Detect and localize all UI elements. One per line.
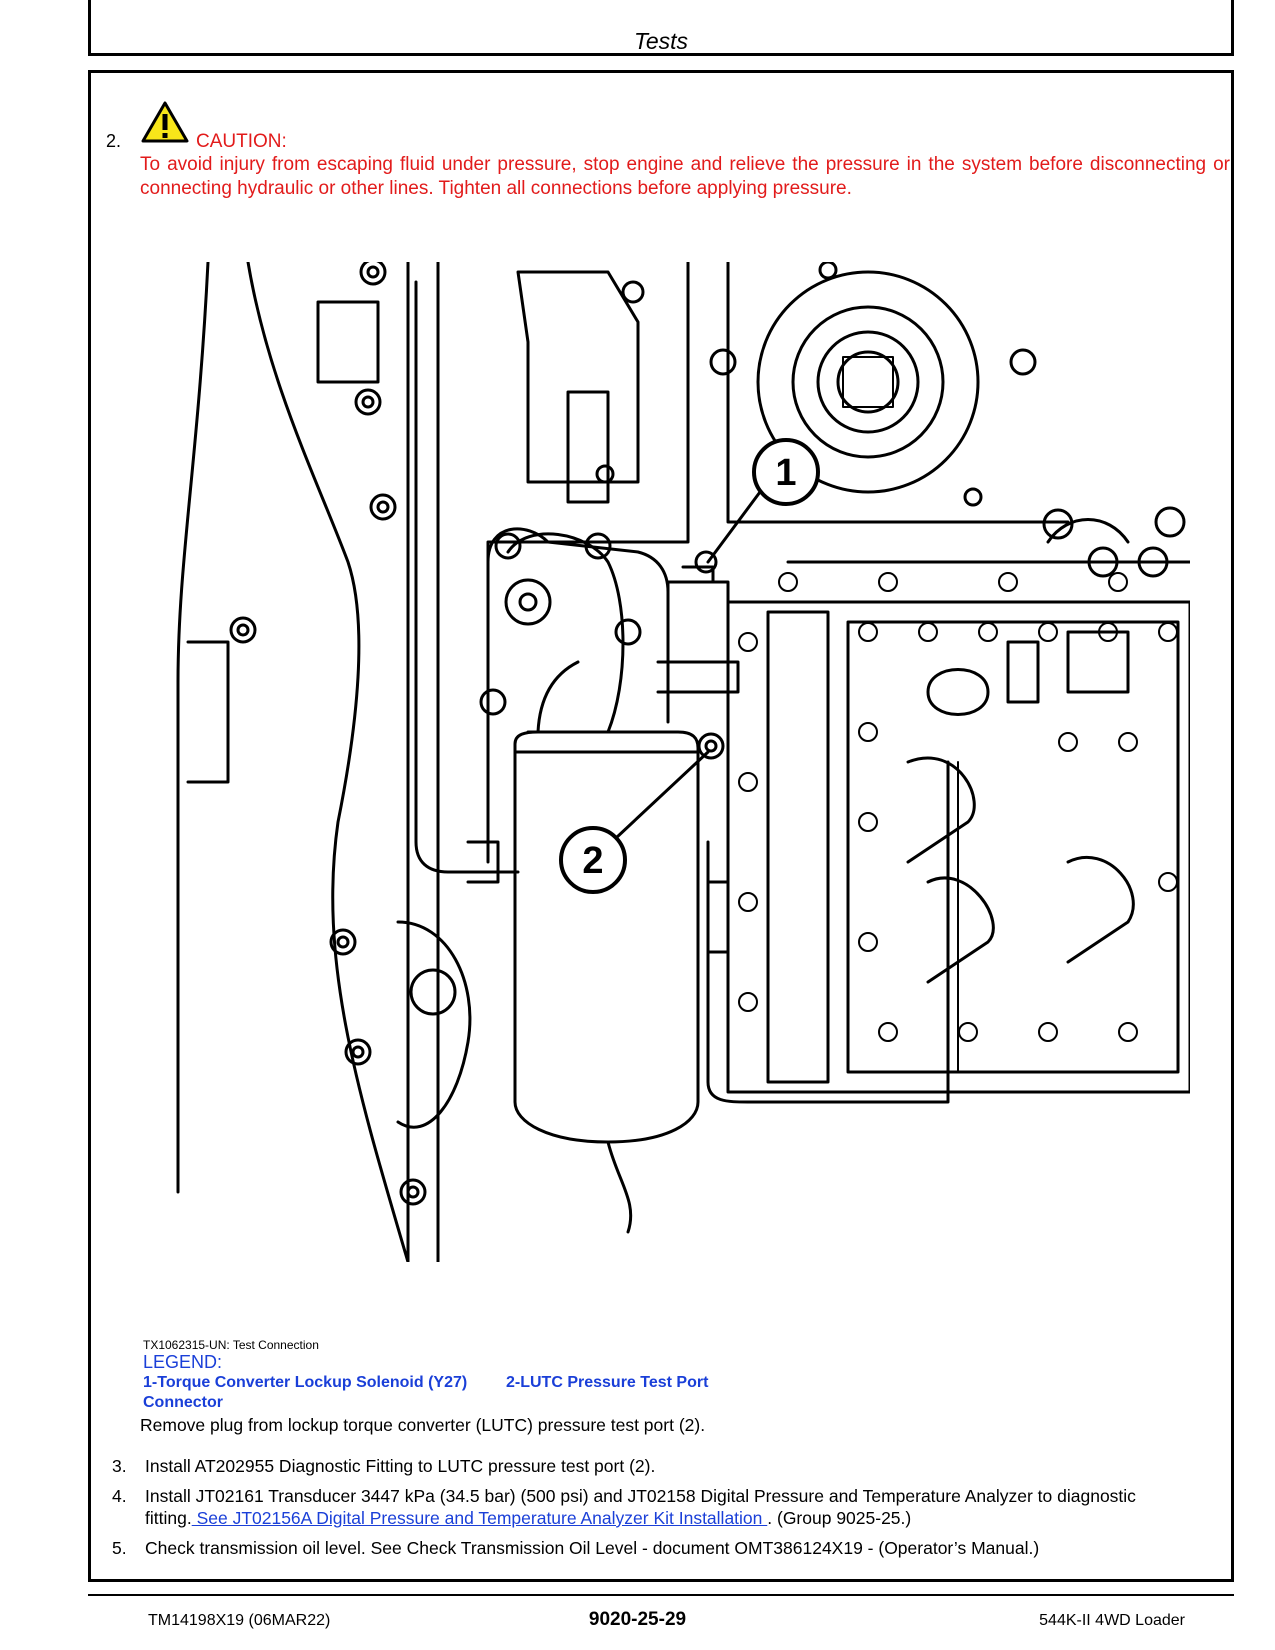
page-section-title: Tests [633, 28, 689, 54]
caution-label: CAUTION: [196, 131, 287, 152]
callout-1-label: 1 [775, 452, 796, 494]
footer-model: 544K-II 4WD Loader [1039, 1612, 1185, 1629]
step-4-group-reference: . (Group 9025-25.) [767, 1508, 912, 1528]
step-number-5: 5. [112, 1538, 127, 1558]
legend-item-1: 1-Torque Converter Lockup Solenoid (Y27) [143, 1374, 468, 1391]
caution-text: To avoid injury from escaping fluid unde… [140, 154, 1230, 199]
step-number-3: 3. [112, 1456, 127, 1476]
step-2-instruction: Remove plug from lockup torque converter… [140, 1415, 706, 1435]
callout-2-label: 2 [582, 840, 603, 882]
legend-item-1-continued: Connector [143, 1394, 223, 1411]
callout-1: 1 [706, 438, 820, 564]
test-connection-illustration: 1 2 [176, 262, 1190, 1262]
callout-2: 2 [559, 750, 710, 894]
step-4-instruction: Install JT02161 Transducer 3447 kPa (34.… [145, 1486, 1136, 1506]
footer-divider [88, 1594, 1234, 1596]
legend-item-2: 2-LUTC Pressure Test Port [506, 1374, 709, 1391]
header-frame: Tests [88, 0, 1234, 56]
step-3-instruction: Install AT202955 Diagnostic Fitting to L… [145, 1456, 656, 1476]
footer-document-id: TM14198X19 (06MAR22) [148, 1612, 331, 1629]
step-number-2: 2. [106, 131, 122, 151]
step-4-instruction-line2: fitting. See JT02156A Digital Pressure a… [145, 1507, 911, 1529]
content-frame [88, 70, 1234, 1582]
step-4-text-prefix: fitting. [145, 1508, 192, 1528]
step-5-instruction: Check transmission oil level. See Check … [145, 1538, 1040, 1558]
kit-installation-link[interactable]: See JT02156A Digital Pressure and Temper… [191, 1508, 768, 1528]
legend-title: LEGEND: [143, 1352, 223, 1372]
footer-page-number: 9020-25-29 [588, 1609, 687, 1630]
caution-warning-icon [141, 101, 189, 143]
step-number-4: 4. [112, 1486, 127, 1506]
figure-caption: TX1062315-UN: Test Connection [143, 1338, 319, 1352]
